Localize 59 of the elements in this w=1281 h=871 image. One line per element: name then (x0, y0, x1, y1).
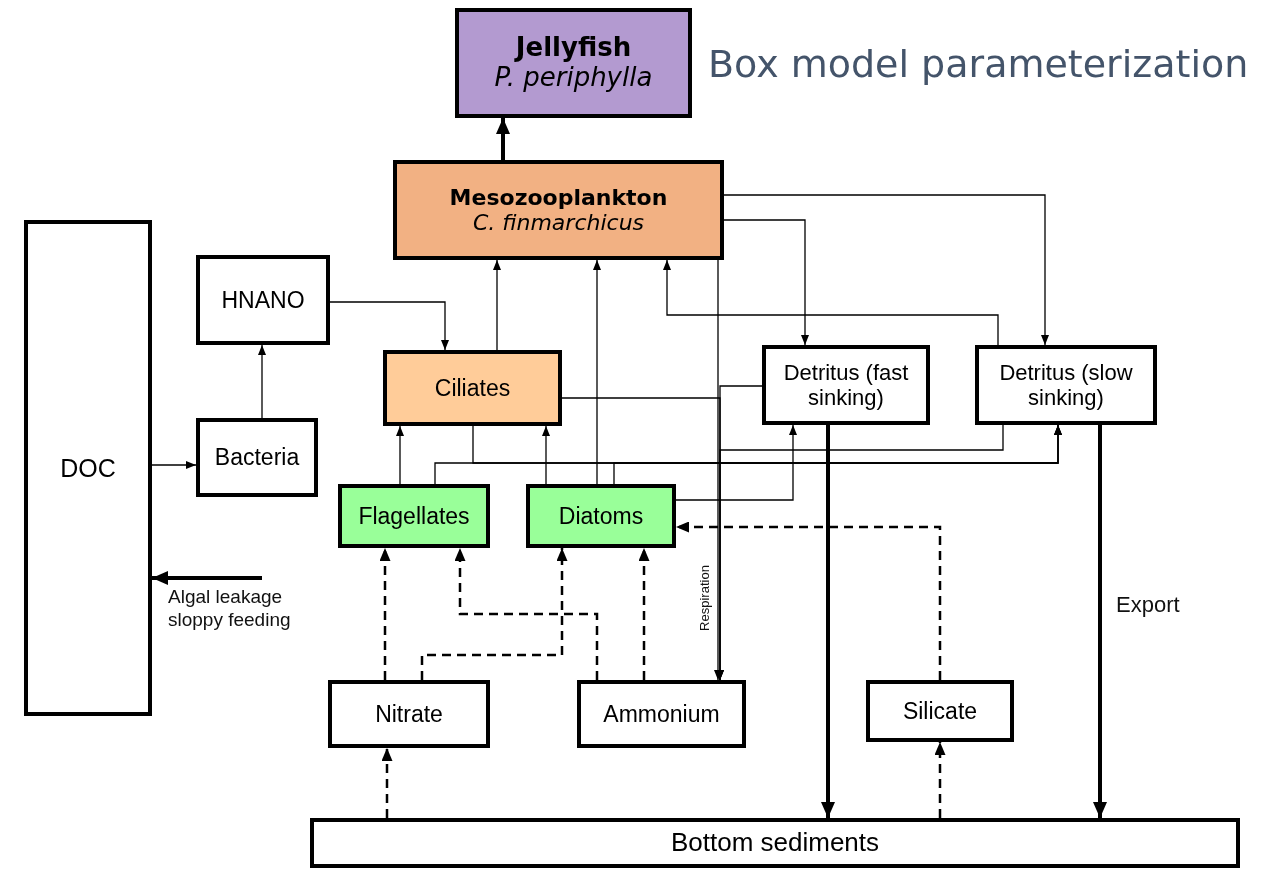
species-name: C. finmarchicus (472, 210, 645, 236)
compartment-box (196, 255, 330, 345)
arrow (151, 461, 197, 469)
edge-label: Algal leakage sloppy feeding (168, 586, 292, 632)
arrow (493, 259, 501, 351)
arrow (675, 424, 797, 501)
box-label: Jellyfish (515, 33, 632, 63)
arrow (934, 742, 946, 818)
compartment-box (526, 484, 676, 548)
box-label: Detritus (slow sinking) (998, 359, 1134, 411)
arrow (454, 548, 599, 680)
edge-label: Respiration (697, 564, 713, 633)
box-label: Detritus (fast sinking) (782, 359, 910, 411)
box-label: Mesozooplankton (449, 184, 668, 210)
compartment-box (762, 345, 930, 425)
arrow (258, 344, 266, 419)
compartment-box (383, 350, 562, 426)
box-label: Ciliates (434, 374, 511, 402)
compartment-box (310, 818, 1240, 868)
compartment-box (393, 160, 724, 260)
box-label: Diatoms (558, 502, 644, 530)
box-label: Bottom sediments (670, 828, 880, 858)
compartment-box (577, 680, 746, 748)
edge-label: Export (1116, 592, 1181, 619)
box-label: HNANO (221, 286, 305, 314)
arrow (676, 521, 942, 680)
arrow (542, 425, 550, 485)
box-label: Silicate (902, 697, 978, 725)
arrow (723, 194, 1049, 346)
species-name: P. periphylla (494, 63, 653, 93)
compartment-box (455, 8, 692, 118)
box-label: Ammonium (603, 700, 720, 728)
arrow (396, 425, 404, 485)
box-label: Bacteria (214, 444, 300, 471)
arrow (379, 548, 391, 680)
compartment-box (975, 345, 1157, 425)
box-label: DOC (60, 453, 116, 483)
arrow (1093, 425, 1107, 818)
arrow (329, 301, 449, 351)
compartment-box (338, 484, 490, 548)
compartment-box (328, 680, 490, 748)
arrow (381, 748, 393, 818)
arrow (420, 548, 568, 680)
free-arrow (152, 571, 262, 585)
arrow (593, 259, 601, 485)
arrow (723, 219, 809, 346)
box-label: Flagellates (358, 502, 470, 530)
arrow (714, 259, 722, 681)
compartment-box (24, 220, 152, 716)
arrow (638, 548, 650, 680)
diagram-title: Box model parameterization (708, 42, 1249, 86)
compartment-box (866, 680, 1014, 742)
arrow (821, 425, 835, 818)
arrow (663, 259, 999, 346)
box-label: Nitrate (375, 700, 443, 728)
compartment-box (196, 418, 318, 497)
arrow (496, 118, 510, 160)
arrow (613, 424, 1062, 485)
arrow (716, 424, 1004, 681)
